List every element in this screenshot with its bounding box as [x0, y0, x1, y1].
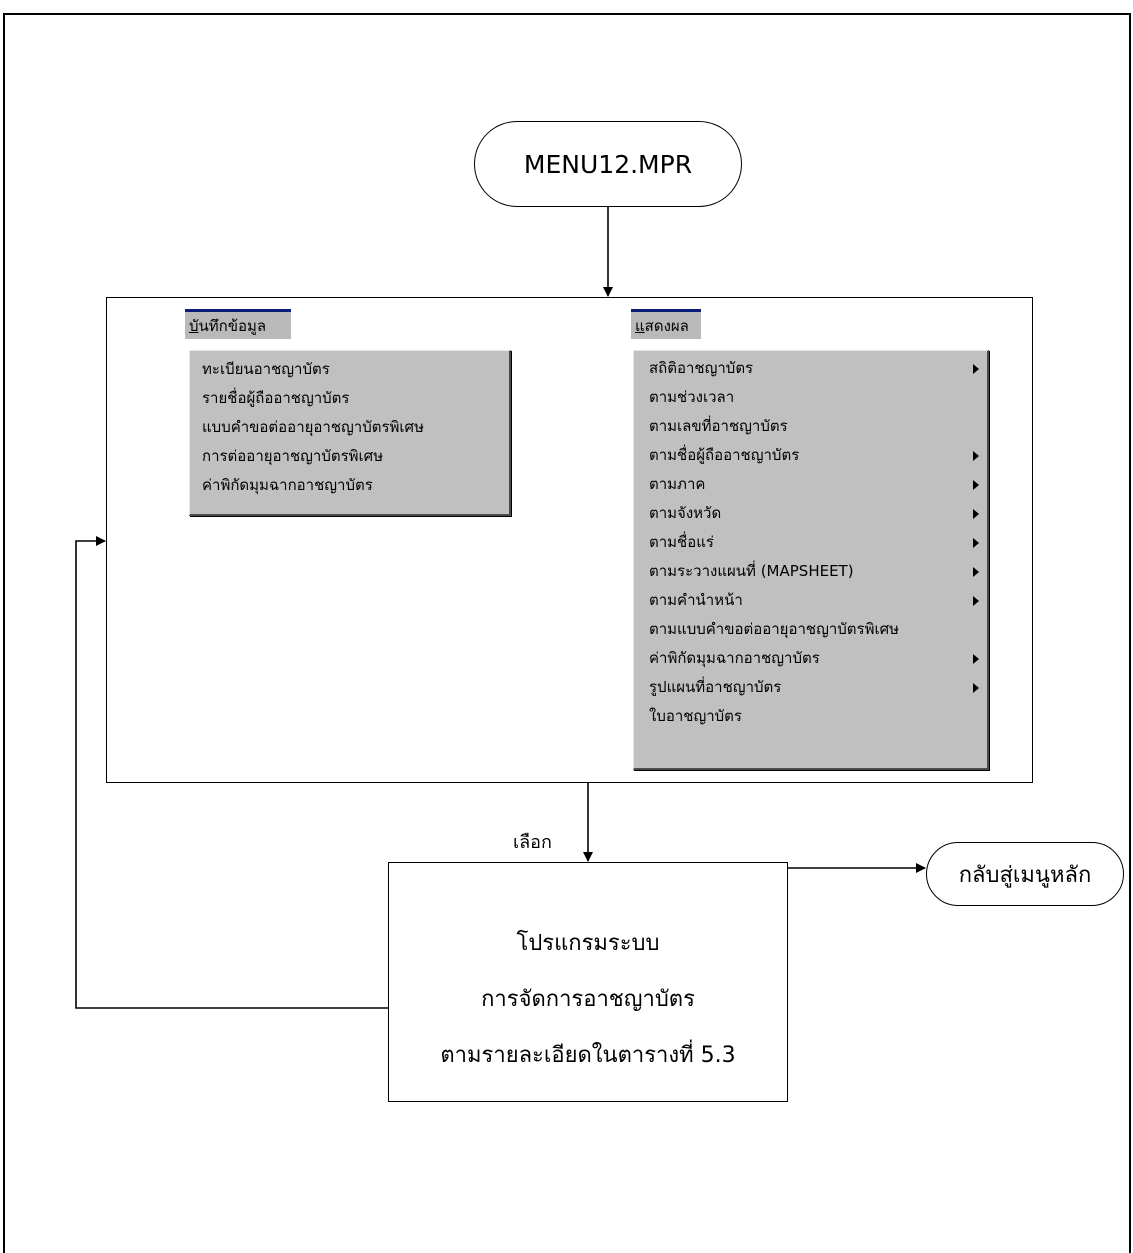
menu-item-label: ตามจังหวัด	[649, 504, 722, 522]
menu-title-rest: สดงผล	[644, 317, 689, 335]
submenu-arrow-icon	[973, 509, 979, 519]
process-line-3: ตามรายละเอียดในตารางที่ 5.3	[440, 1043, 736, 1068]
menu-item-label: ตามระวางแผนที่ (MAPSHEET)	[649, 562, 854, 580]
menu-item-statistics[interactable]: สถิติอาชญาบัตร	[634, 354, 987, 383]
menu-item-label: ใบอาชญาบัตร	[649, 707, 742, 725]
menu-item-label: การต่ออายุอาชญาบัตรพิเศษ	[202, 447, 384, 465]
menu-item-renewal-request-form[interactable]: แบบคำขอต่ออายุอาชญาบัตรพิเศษ	[190, 413, 509, 442]
menu-item-by-prefix[interactable]: ตามคำนำหน้า	[634, 586, 987, 615]
submenu-arrow-icon	[973, 567, 979, 577]
menu-item-label: แบบคำขอต่ออายุอาชญาบัตรพิเศษ	[202, 418, 424, 436]
submenu-arrow-icon	[973, 596, 979, 606]
menu-item-by-mapsheet[interactable]: ตามระวางแผนที่ (MAPSHEET)	[634, 557, 987, 586]
menu-item-label: ตามชื่อแร่	[649, 533, 714, 551]
menu-item-by-number[interactable]: ตามเลขที่อาชญาบัตร	[634, 412, 987, 441]
menu-item-label: สถิติอาชญาบัตร	[649, 359, 754, 377]
submenu-arrow-icon	[973, 364, 979, 374]
menu-title-display[interactable]: แสดงผล	[631, 309, 701, 339]
menu-title-rest: นทึกข้อมูล	[198, 317, 267, 335]
start-terminal: MENU12.MPR	[474, 121, 742, 207]
edge-label-select: เลือก	[513, 832, 552, 853]
menu-title-accel: แ	[635, 317, 645, 335]
menu-item-coordinates[interactable]: ค่าพิกัดมุมฉากอาชญาบัตร	[634, 644, 987, 673]
menu-item-special-renewal[interactable]: การต่ออายุอาชญาบัตรพิเศษ	[190, 442, 509, 471]
menu-item-by-region[interactable]: ตามภาค	[634, 470, 987, 499]
menu-item-by-province[interactable]: ตามจังหวัด	[634, 499, 987, 528]
record-data-dropdown: ทะเบียนอาชญาบัตร รายชื่อผู้ถืออาชญาบัตร …	[189, 350, 511, 516]
menu-item-label: ค่าพิกัดมุมฉากอาชญาบัตร	[649, 649, 820, 667]
page-frame	[3, 13, 1131, 1253]
submenu-arrow-icon	[973, 683, 979, 693]
process-line-2: การจัดการอาชญาบัตร	[481, 987, 695, 1012]
arrow-loop-back-to-menu	[75, 536, 388, 1009]
submenu-arrow-icon	[973, 538, 979, 548]
menu-item-certificate[interactable]: ใบอาชญาบัตร	[634, 702, 987, 731]
menu-title-record-data[interactable]: บันทึกข้อมูล	[185, 309, 291, 339]
submenu-arrow-icon	[973, 480, 979, 490]
menu-item-label: ค่าพิกัดมุมฉากอาชญาบัตร	[202, 476, 373, 494]
return-terminal: กลับสู่เมนูหลัก	[926, 842, 1124, 906]
return-terminal-label: กลับสู่เมนูหลัก	[958, 862, 1092, 888]
menu-item-by-mineral[interactable]: ตามชื่อแร่	[634, 528, 987, 557]
menu-item-orthogonal-coordinates[interactable]: ค่าพิกัดมุมฉากอาชญาบัตร	[190, 471, 509, 500]
menu-item-by-period[interactable]: ตามช่วงเวลา	[634, 383, 987, 412]
menu-item-label: ตามชื่อผู้ถืออาชญาบัตร	[649, 446, 800, 464]
menu-item-label: ตามเลขที่อาชญาบัตร	[649, 417, 788, 435]
menu-item-label: ตามภาค	[649, 475, 706, 493]
menu-title-accel: บั	[189, 317, 199, 335]
menu-item-label: ตามคำนำหน้า	[649, 591, 743, 609]
process-box: โปรแกรมระบบ การจัดการอาชญาบัตร ตามรายละเ…	[388, 862, 788, 1102]
display-dropdown: สถิติอาชญาบัตร ตามช่วงเวลา ตามเลขที่อาชญ…	[633, 350, 989, 770]
start-terminal-label: MENU12.MPR	[523, 149, 693, 179]
menu-item-label: ทะเบียนอาชญาบัตร	[202, 360, 330, 378]
menu-item-label: รูปแผนที่อาชญาบัตร	[649, 678, 782, 696]
menu-item-label: รายชื่อผู้ถืออาชญาบัตร	[202, 389, 350, 407]
menu-item-label: ตามแบบคำขอต่ออายุอาชญาบัตรพิเศษ	[649, 620, 900, 638]
menu-item-label: ตามช่วงเวลา	[649, 388, 735, 406]
submenu-arrow-icon	[973, 654, 979, 664]
menu-item-register[interactable]: ทะเบียนอาชญาบัตร	[190, 355, 509, 384]
menu-item-by-renewal-form[interactable]: ตามแบบคำขอต่ออายุอาชญาบัตรพิเศษ	[634, 615, 987, 644]
menu-item-holder-names[interactable]: รายชื่อผู้ถืออาชญาบัตร	[190, 384, 509, 413]
submenu-arrow-icon	[973, 451, 979, 461]
menu-item-map-image[interactable]: รูปแผนที่อาชญาบัตร	[634, 673, 987, 702]
process-line-1: โปรแกรมระบบ	[516, 931, 660, 956]
menu-item-by-holder-name[interactable]: ตามชื่อผู้ถืออาชญาบัตร	[634, 441, 987, 470]
